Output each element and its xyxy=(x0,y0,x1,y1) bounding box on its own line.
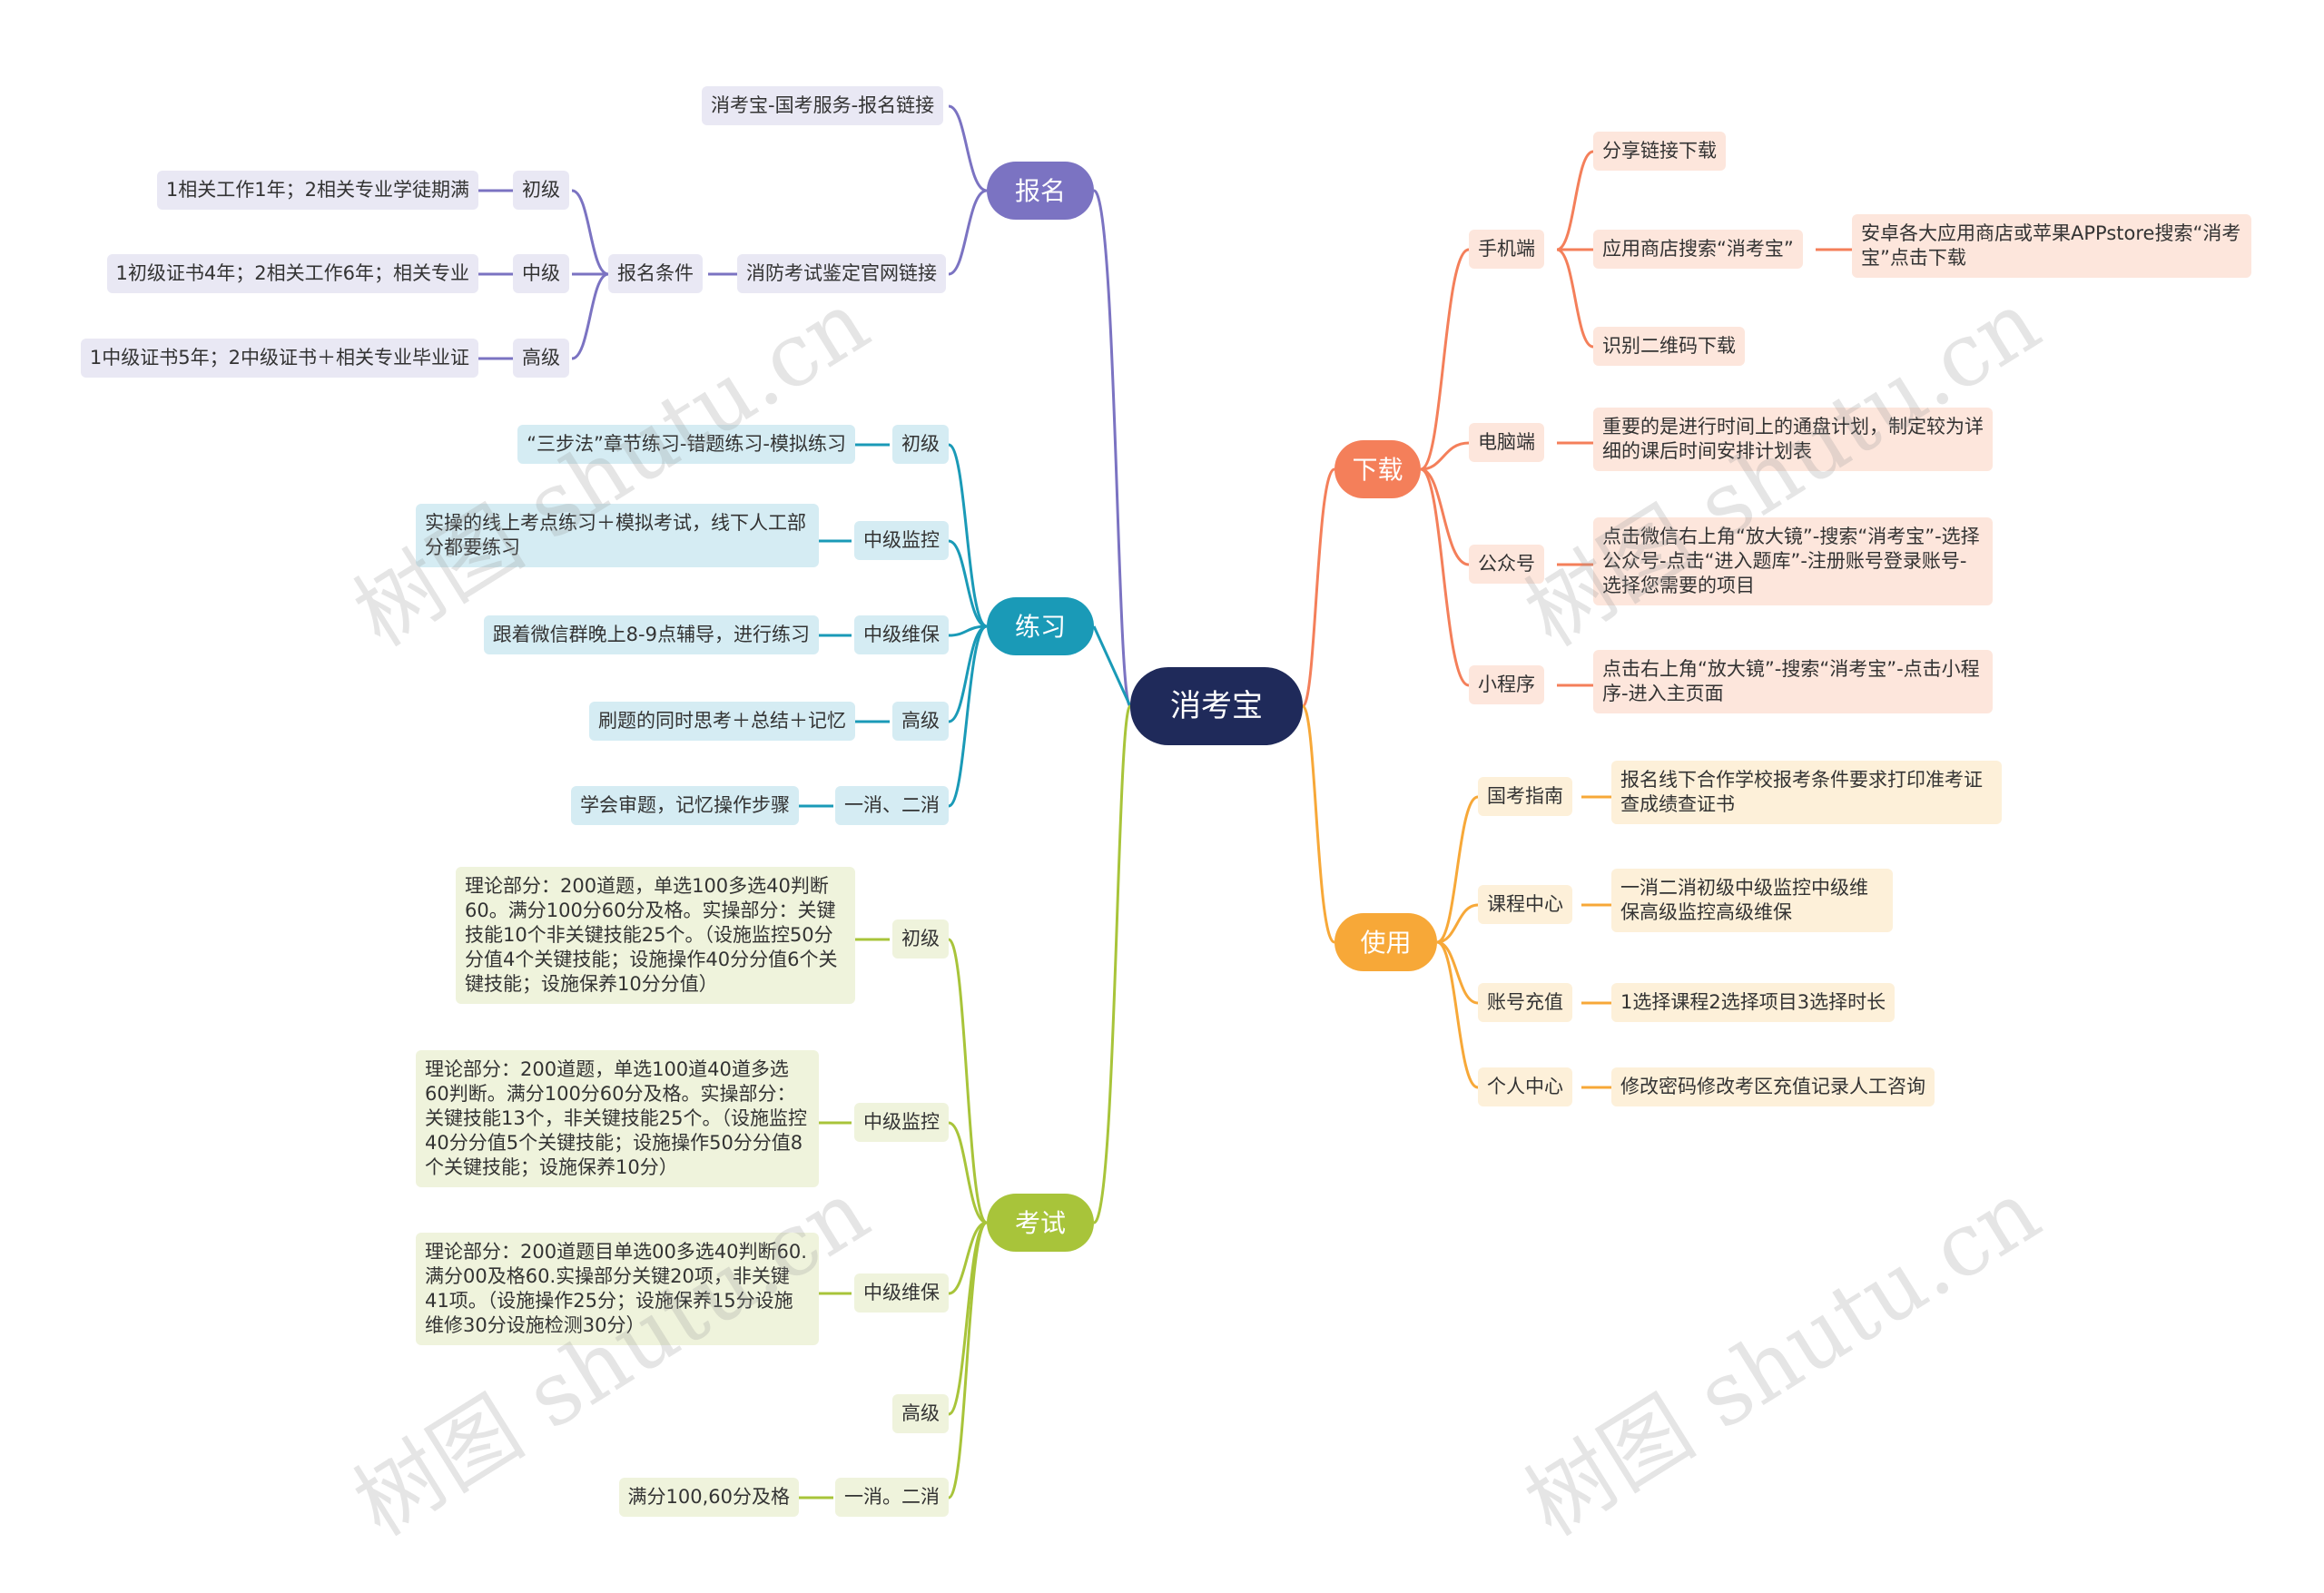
lianxi-detail-2[interactable]: 实操的线上考点练习＋模拟考试，线下人工部分都要练习 xyxy=(416,504,819,567)
kaoshi-detail-3[interactable]: 理论部分：200道题目单选00多选40判断60.满分00及格60.实操部分关键2… xyxy=(416,1233,819,1345)
root-node[interactable]: 消考宝 xyxy=(1130,667,1303,745)
branch-kaoshi[interactable]: 考试 xyxy=(987,1194,1094,1252)
xiazai-appstore-detail[interactable]: 安卓各大应用商店或苹果APPstore搜索“消考宝”点击下载 xyxy=(1852,214,2251,278)
lianxi-level-5[interactable]: 一消、二消 xyxy=(835,786,949,825)
lianxi-detail-5[interactable]: 学会审题，记忆操作步骤 xyxy=(571,786,799,825)
xiazai-sub-3[interactable]: 识别二维码下载 xyxy=(1593,327,1745,366)
xiazai-item-4[interactable]: 小程序 xyxy=(1469,665,1544,704)
baoming-detail-1[interactable]: 1相关工作1年；2相关专业学徒期满 xyxy=(156,171,478,210)
lianxi-detail-1[interactable]: “三步法”章节练习-错题练习-模拟练习 xyxy=(517,425,855,464)
branch-baoming[interactable]: 报名 xyxy=(987,162,1094,220)
lianxi-level-2[interactable]: 中级监控 xyxy=(854,521,949,560)
xiazai-sub-2[interactable]: 应用商店搜索“消考宝” xyxy=(1593,230,1803,269)
xiazai-pc-detail[interactable]: 重要的是进行时间上的通盘计划，制定较为详细的课后时间安排计划表 xyxy=(1593,408,1993,471)
lianxi-detail-3[interactable]: 跟着微信群晚上8-9点辅导，进行练习 xyxy=(483,615,819,654)
kaoshi-level-5[interactable]: 一消。二消 xyxy=(835,1478,949,1517)
shiyong-detail-4[interactable]: 修改密码修改考区充值记录人工咨询 xyxy=(1611,1067,1935,1106)
branch-shiyong[interactable]: 使用 xyxy=(1334,913,1437,971)
lianxi-level-1[interactable]: 初级 xyxy=(892,425,949,464)
shiyong-detail-1[interactable]: 报名线下合作学校报考条件要求打印准考证查成绩查证书 xyxy=(1611,761,2002,824)
kaoshi-level-1[interactable]: 初级 xyxy=(892,919,949,959)
kaoshi-level-2[interactable]: 中级监控 xyxy=(854,1103,949,1142)
xiazai-mp-detail[interactable]: 点击右上角“放大镜”-搜索“消考宝”-点击小程序-进入主页面 xyxy=(1593,650,1993,713)
lianxi-level-4[interactable]: 高级 xyxy=(892,702,949,741)
baoming-official-link[interactable]: 消防考试鉴定官网链接 xyxy=(737,254,946,293)
xiazai-gzh-detail[interactable]: 点击微信右上角“放大镜”-搜索“消考宝”-选择公众号-点击“进入题库”-注册账号… xyxy=(1593,517,1993,605)
baoming-detail-2[interactable]: 1初级证书4年；2相关工作6年；相关专业 xyxy=(106,254,478,293)
shiyong-detail-3[interactable]: 1选择课程2选择项目3选择时长 xyxy=(1611,983,1896,1022)
branch-xiazai[interactable]: 下载 xyxy=(1334,440,1421,498)
lianxi-detail-4[interactable]: 刷题的同时思考＋总结＋记忆 xyxy=(589,702,855,741)
kaoshi-level-3[interactable]: 中级维保 xyxy=(854,1273,949,1313)
shiyong-item-4[interactable]: 个人中心 xyxy=(1478,1067,1572,1106)
kaoshi-detail-5[interactable]: 满分100,60分及格 xyxy=(618,1478,799,1517)
shiyong-detail-2[interactable]: 一消二消初级中级监控中级维保高级监控高级维保 xyxy=(1611,869,1893,932)
baoming-link[interactable]: 消考宝-国考服务-报名链接 xyxy=(702,86,944,125)
baoming-detail-3[interactable]: 1中级证书5年；2中级证书＋相关专业毕业证 xyxy=(80,339,478,378)
kaoshi-detail-1[interactable]: 理论部分：200道题，单选100多选40判断60。满分100分60分及格。实操部… xyxy=(456,867,855,1004)
baoming-level-2[interactable]: 中级 xyxy=(513,254,569,293)
xiazai-item-1[interactable]: 手机端 xyxy=(1469,230,1544,269)
baoming-conditions[interactable]: 报名条件 xyxy=(608,254,703,293)
kaoshi-detail-2[interactable]: 理论部分：200道题，单选100道40道多选60判断。满分100分60分及格。实… xyxy=(416,1050,819,1187)
baoming-level-1[interactable]: 初级 xyxy=(513,171,569,210)
xiazai-item-3[interactable]: 公众号 xyxy=(1469,545,1544,584)
xiazai-sub-1[interactable]: 分享链接下载 xyxy=(1593,132,1726,171)
shiyong-item-1[interactable]: 国考指南 xyxy=(1478,777,1572,816)
baoming-level-3[interactable]: 高级 xyxy=(513,339,569,378)
shiyong-item-3[interactable]: 账号充值 xyxy=(1478,983,1572,1022)
shiyong-item-2[interactable]: 课程中心 xyxy=(1478,885,1572,924)
xiazai-item-2[interactable]: 电脑端 xyxy=(1469,423,1544,462)
lianxi-level-3[interactable]: 中级维保 xyxy=(854,615,949,654)
kaoshi-level-4[interactable]: 高级 xyxy=(892,1394,949,1433)
branch-lianxi[interactable]: 练习 xyxy=(987,597,1094,655)
